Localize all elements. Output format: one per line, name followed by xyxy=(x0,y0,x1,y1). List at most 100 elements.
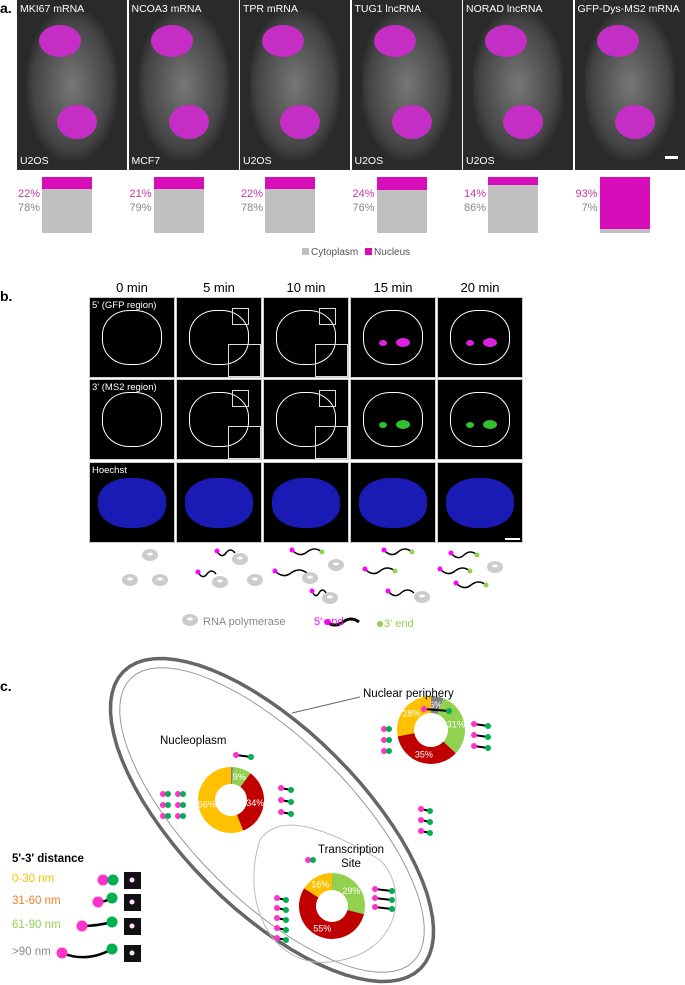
nucleus-percent: 14% xyxy=(463,188,486,200)
percent-labels: 14%86% xyxy=(460,187,486,215)
five-end-dot xyxy=(324,619,330,625)
rna-end-pair-icon xyxy=(175,791,186,797)
nucleoplasm-label: Nucleoplasm xyxy=(160,735,227,747)
micrograph-cell xyxy=(263,297,349,378)
micrograph-tile: TPR mRNA U2OS xyxy=(240,0,350,170)
rna-end-pair-icon xyxy=(418,806,433,814)
rna-polymerase-icon xyxy=(182,614,198,626)
distance-legend-title: 5'-3' distance xyxy=(12,853,84,865)
rna-polymerase-icon xyxy=(414,591,430,603)
legend-5-end: 5' end xyxy=(314,616,344,628)
rna-polymerase-icon xyxy=(487,561,503,573)
slice-label: 56% xyxy=(198,800,216,810)
time-header: 20 min xyxy=(460,280,500,295)
micrograph-cell xyxy=(437,297,523,378)
rna-end-pair-icon xyxy=(471,732,491,740)
rna-end-pair-icon xyxy=(274,905,289,913)
cytoplasm-percent: 76% xyxy=(352,202,375,214)
rna-end-pair-icon xyxy=(381,737,392,743)
nucleus-percent: 22% xyxy=(17,188,40,200)
transcription-site-label: Transcription Site xyxy=(318,843,384,871)
micrograph-cell xyxy=(89,462,175,543)
rna-end-pair-icon xyxy=(274,915,289,923)
localization-bar xyxy=(488,177,538,233)
rna-end-pair-icon xyxy=(274,925,289,933)
donut-slice xyxy=(304,873,332,898)
rna-polymerase-icon xyxy=(302,572,318,584)
cytoplasm-percent: 78% xyxy=(240,202,263,214)
rna-polymerase-icon xyxy=(212,576,228,588)
tile-cell-line: U2OS xyxy=(243,155,272,167)
percent-labels: 22%78% xyxy=(14,187,40,215)
donut-chart: 29% 55% 16% xyxy=(299,873,366,939)
donut-slice xyxy=(397,696,431,737)
nucleus-segment xyxy=(265,177,315,190)
rna-transcript-icon xyxy=(309,588,327,597)
donut-slice xyxy=(231,767,234,785)
time-header: 10 min xyxy=(286,280,326,295)
localization-bar xyxy=(376,177,427,233)
micrograph-cell xyxy=(263,379,349,460)
scale-bar xyxy=(505,538,520,540)
cytoplasm-percent: 78% xyxy=(17,202,40,214)
time-header: 5 min xyxy=(203,280,235,295)
periphery-pointer xyxy=(291,696,361,714)
rna-end-pair-icon xyxy=(274,935,289,943)
slice-label: 31% xyxy=(447,719,465,729)
localization-bar xyxy=(153,177,204,233)
time-header: 0 min xyxy=(116,280,148,295)
micrograph-tile: GFP-Dys-MS2 mRNA xyxy=(574,0,685,170)
rna-polymerase-icon xyxy=(152,574,168,586)
micrograph-cell xyxy=(89,379,175,460)
rna-transcript-icon xyxy=(272,568,308,577)
micrograph-cell xyxy=(437,379,523,460)
slice-label: 16% xyxy=(311,880,329,890)
cytoplasm-percent: 7% xyxy=(581,202,598,214)
scale-bar xyxy=(665,156,678,159)
micrograph-tile: MKI67 mRNA U2OS xyxy=(17,0,127,170)
localization-bar xyxy=(265,177,315,233)
donut-slice xyxy=(397,733,456,764)
tile-cell-line: MCF7 xyxy=(131,155,161,167)
rna-end-pair-icon xyxy=(372,895,395,903)
micrograph-cell xyxy=(176,379,262,460)
rna-end-pair-icon xyxy=(381,726,392,732)
row-label: 5' (GFP region) xyxy=(92,300,157,311)
rna-end-pair-icon xyxy=(160,813,171,819)
rna-end-pair-icon xyxy=(471,721,491,729)
rna-polymerase-icon xyxy=(322,592,338,604)
rna-transcript-icon xyxy=(195,569,217,578)
tile-cell-line: U2OS xyxy=(354,155,384,167)
rna-end-pair-icon xyxy=(160,802,171,808)
percent-labels: 21%79% xyxy=(126,187,151,215)
tile-title: NCOA3 mRNA xyxy=(131,3,202,15)
nucleus-segment xyxy=(376,177,427,191)
row-label: Hoechst xyxy=(92,465,127,476)
distance-legend-molecule-icon xyxy=(76,916,118,932)
rna-polymerase-icon xyxy=(247,574,263,586)
distance-legend-molecule-icon xyxy=(92,892,118,908)
rna-transcript-icon xyxy=(362,566,398,575)
rna-end-pair-icon xyxy=(372,886,395,894)
slice-label: 28% xyxy=(402,709,420,719)
micrograph-cell xyxy=(350,297,436,378)
donut-slice xyxy=(299,888,364,939)
rna-polymerase-icon xyxy=(328,559,344,571)
rna-transcript-icon xyxy=(385,588,415,597)
rna-end-pair-icon xyxy=(418,828,433,836)
distance-legend-item: 31-60 nm xyxy=(12,895,61,907)
distance-legend-molecule-icon xyxy=(56,943,118,959)
slice-label: 55% xyxy=(313,923,331,933)
slice-label: 29% xyxy=(342,886,360,896)
tile-title: TPR mRNA xyxy=(243,3,298,15)
tile-title: MKI67 mRNA xyxy=(20,3,85,15)
rna-legend-icon xyxy=(326,617,360,627)
transcription-site-outline xyxy=(253,824,397,963)
panel-b-label: b. xyxy=(0,288,13,304)
micrograph-tile: TUG1 lncRNA U2OS xyxy=(351,0,462,170)
rna-transcript-icon xyxy=(289,547,325,556)
rna-end-pair-icon xyxy=(421,706,452,714)
donut-slice xyxy=(437,698,466,754)
percent-labels: 22%78% xyxy=(237,187,263,215)
slice-label: 9% xyxy=(233,772,246,782)
